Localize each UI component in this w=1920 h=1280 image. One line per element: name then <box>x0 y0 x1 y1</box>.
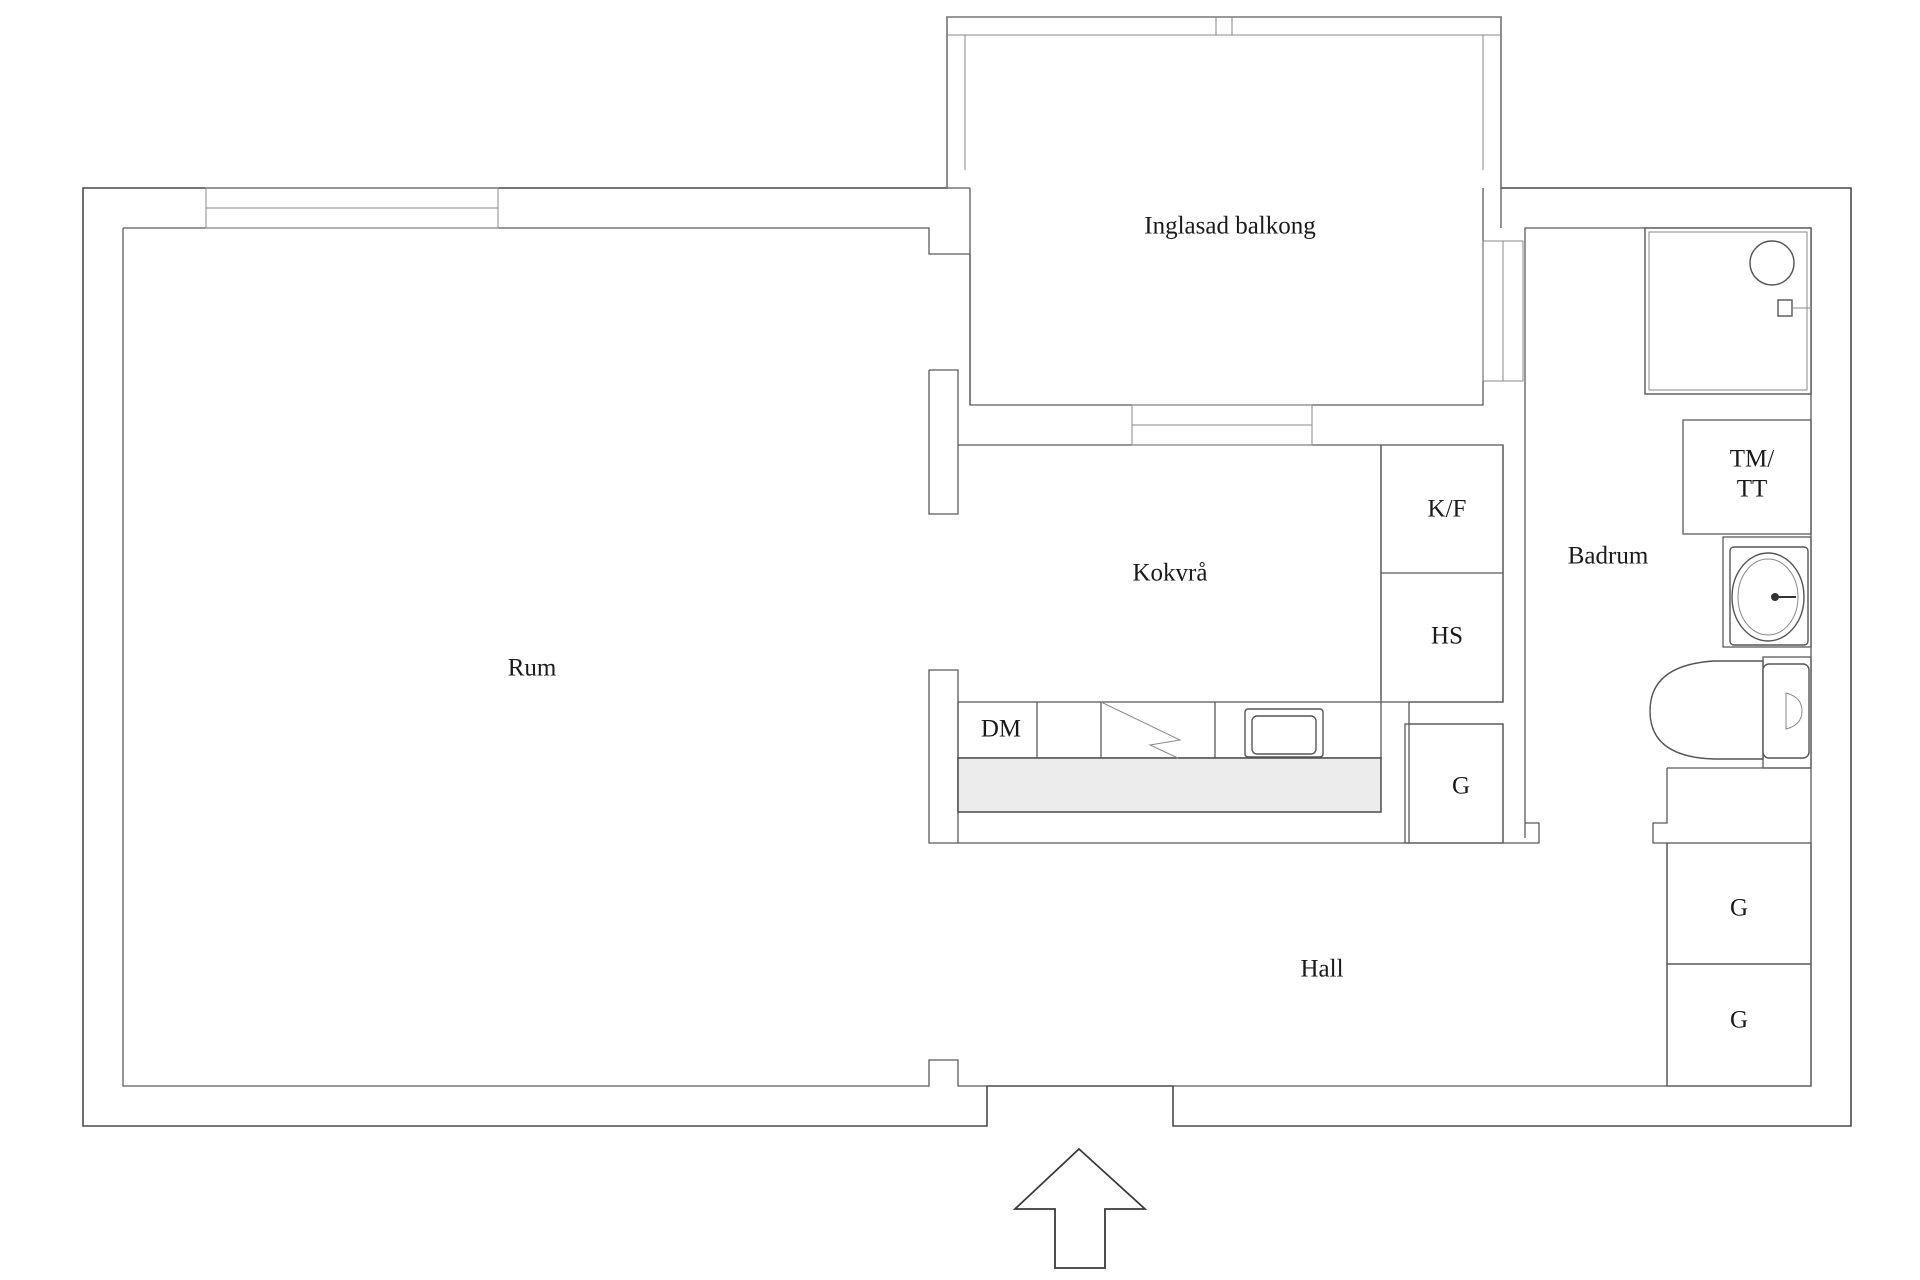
living-room-label: Rum <box>508 655 557 682</box>
tall-cabinet-label: HS <box>1431 623 1463 650</box>
balcony-label: Inglasad balkong <box>1144 213 1316 240</box>
hall-label: Hall <box>1300 956 1343 983</box>
washer-dryer-label-line2: TT <box>1737 476 1768 503</box>
kitchen-counter <box>957 701 1382 813</box>
toilet-icon <box>1649 660 1764 760</box>
bathroom-label: Badrum <box>1568 543 1649 570</box>
hall-wardrobe-1-label: G <box>1730 895 1748 922</box>
kitchen-wardrobe <box>1404 723 1504 844</box>
bathroom-fixtures <box>1644 227 1812 769</box>
kitchen-label: Kokvrå <box>1133 560 1208 587</box>
exterior-walls <box>82 16 1852 1127</box>
kitchen-wardrobe-label: G <box>1452 773 1470 800</box>
washer-dryer-label-line1: TM/ <box>1730 446 1775 473</box>
living-window <box>205 187 499 229</box>
basin-icon <box>1731 552 1805 642</box>
hall-wardrobe-2-label: G <box>1730 1007 1748 1034</box>
fridge-freezer-label: K/F <box>1428 496 1467 523</box>
dishwasher-label: DM <box>981 716 1021 743</box>
shower-drain-icon <box>1749 240 1795 286</box>
entrance-arrow-icon <box>1012 1147 1148 1269</box>
